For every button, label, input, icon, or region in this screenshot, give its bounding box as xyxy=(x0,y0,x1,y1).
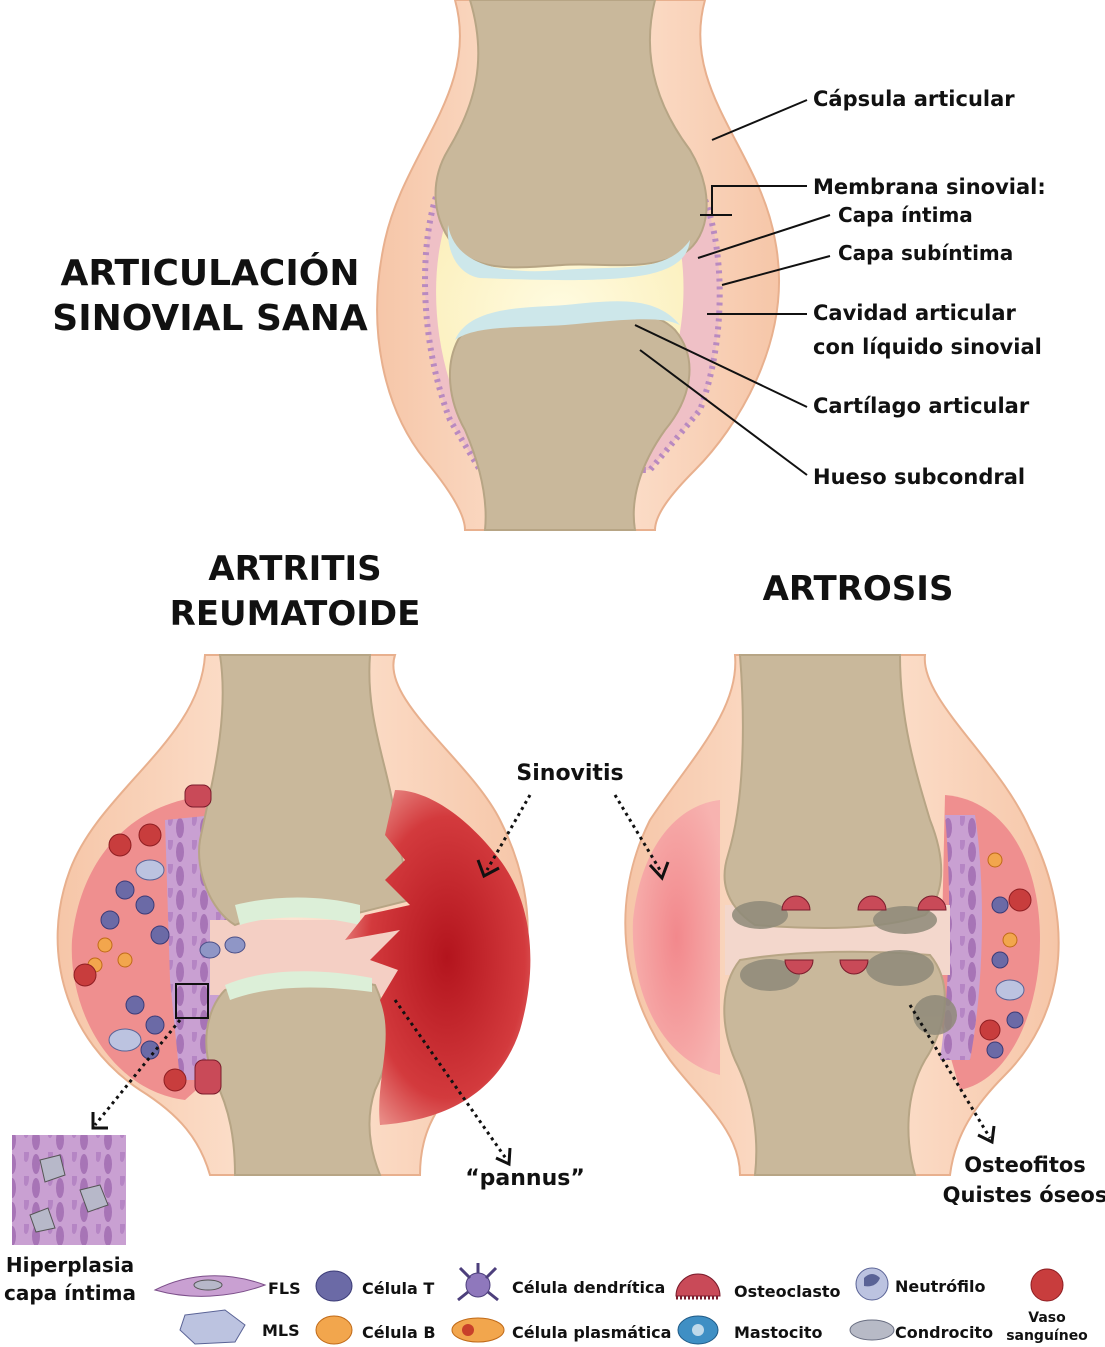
plasma-cell-icon xyxy=(452,1318,504,1342)
label-cavity-line1: Cavidad articular xyxy=(813,301,1017,325)
label-capsule: Cápsula articular xyxy=(813,87,1015,111)
ra-title-line1: ARTRITIS xyxy=(208,549,381,589)
b-cell-icon xyxy=(316,1316,352,1344)
hyperplasia-inset xyxy=(12,1135,126,1245)
ra-title-line2: REUMATOIDE xyxy=(170,594,421,634)
osteoclast-icon xyxy=(676,1274,720,1296)
healthy-title-line1: ARTICULACIÓN xyxy=(61,252,360,294)
legend-vessel-line1: Vaso xyxy=(1028,1310,1066,1326)
legend-neutrophil-label: Neutrófilo xyxy=(895,1277,986,1296)
legend-mast: Mastocito xyxy=(678,1316,823,1344)
healthy-joint: ARTICULACIÓN SINOVIAL SANA Cápsula artic… xyxy=(52,0,1045,530)
legend-vessel-line2: sanguíneo xyxy=(1006,1328,1088,1344)
legend-b-cell-label: Célula B xyxy=(362,1323,436,1342)
legend-mls: MLS xyxy=(180,1310,300,1344)
label-hyperplasia-line2: capa íntima xyxy=(4,1281,136,1305)
legend-mls-label: MLS xyxy=(262,1321,300,1340)
label-osteophytes: Osteofitos xyxy=(964,1153,1086,1177)
legend-dendritic: Célula dendrítica xyxy=(458,1263,665,1300)
ra-lower-bone xyxy=(206,978,388,1175)
cell-legend: FLS MLS Célula T Célula B Célula dendrít… xyxy=(155,1263,1088,1344)
legend-chondrocyte-label: Condrocito xyxy=(895,1323,993,1342)
legend-plasma: Célula plasmática xyxy=(452,1318,671,1342)
legend-osteoclast-label: Osteoclasto xyxy=(734,1282,841,1301)
legend-dendritic-label: Célula dendrítica xyxy=(512,1278,665,1297)
legend-osteoclast: Osteoclasto xyxy=(676,1274,841,1301)
legend-mast-label: Mastocito xyxy=(734,1323,823,1342)
label-bone: Hueso subcondral xyxy=(813,465,1025,489)
label-subintima: Capa subíntima xyxy=(838,241,1013,265)
healthy-title-line2: SINOVIAL SANA xyxy=(52,298,368,339)
label-pannus: “pannus” xyxy=(465,1166,585,1191)
legend-fls-label: FLS xyxy=(268,1279,301,1298)
legend-t-cell-label: Célula T xyxy=(362,1279,434,1298)
oa-title: ARTROSIS xyxy=(763,569,954,609)
legend-neutrophil: Neutrófilo xyxy=(856,1268,986,1300)
ra-joint: ARTRITIS REUMATOIDE xyxy=(4,549,585,1305)
mls-icon xyxy=(180,1310,245,1344)
label-membrane: Membrana sinovial: xyxy=(813,175,1046,199)
legend-vessel: Vaso sanguíneo xyxy=(1006,1269,1088,1344)
t-cell-icon xyxy=(316,1271,352,1301)
label-hyperplasia-line1: Hiperplasia xyxy=(6,1253,134,1277)
label-cavity-line2: con líquido sinovial xyxy=(813,335,1042,359)
label-cysts: Quistes óseos xyxy=(943,1183,1105,1207)
legend-chondrocyte: Condrocito xyxy=(850,1320,993,1342)
legend-t-cell: Célula T xyxy=(316,1271,434,1301)
legend-plasma-label: Célula plasmática xyxy=(512,1323,671,1342)
label-intima: Capa íntima xyxy=(838,203,973,227)
oa-joint: ARTROSIS xyxy=(615,569,1105,1207)
legend-fls: FLS xyxy=(155,1276,301,1298)
blood-vessel-icon xyxy=(1031,1269,1063,1301)
label-synovitis: Sinovitis xyxy=(516,761,623,786)
chondrocyte-icon xyxy=(850,1320,894,1340)
label-cartilage: Cartílago articular xyxy=(813,394,1030,418)
legend-b-cell: Célula B xyxy=(316,1316,436,1344)
